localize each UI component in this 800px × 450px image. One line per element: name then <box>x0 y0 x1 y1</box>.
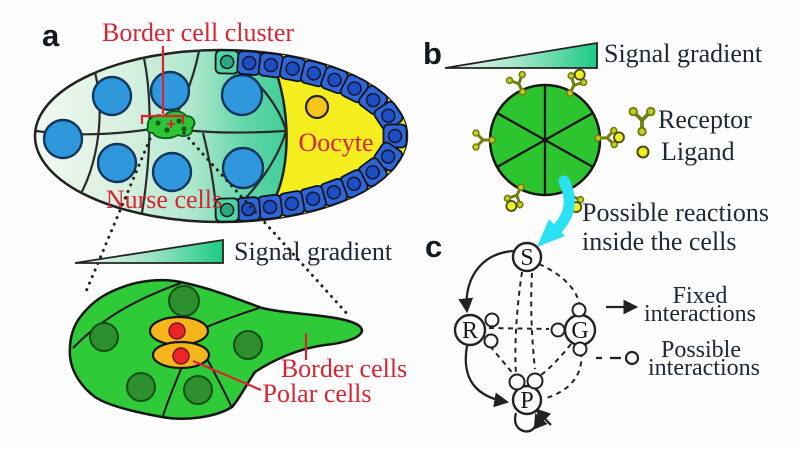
caption-line2: inside the cells <box>582 227 737 256</box>
follicle-cell <box>279 55 307 83</box>
follicle-cell <box>357 157 388 188</box>
cyan-arrow-icon <box>537 175 575 247</box>
receptor-label: Receptor <box>658 105 752 134</box>
panel-b: b Signal gradient Receptor Ligand Possib… <box>423 36 769 256</box>
panel-a: a <box>33 18 409 420</box>
follicle-cell <box>319 178 349 207</box>
border-cell-cluster-label: Border cell cluster <box>102 18 294 47</box>
receptor-icon <box>566 68 588 97</box>
follicle-cells <box>214 49 408 223</box>
nurse-nucleus <box>151 151 193 193</box>
ligand-label: Ligand <box>661 137 735 166</box>
node-p-label: P <box>520 388 533 414</box>
possible-interaction-icon <box>596 350 640 366</box>
nurse-cell-nuclei <box>42 70 265 193</box>
signal-gradient-label-a: Signal gradient <box>234 237 393 266</box>
panel-a-letter: a <box>42 18 60 53</box>
follicle-cell <box>382 123 408 149</box>
nurse-cells-label: Nurse cells <box>106 185 222 214</box>
signal-gradient-wedge-a <box>74 238 224 264</box>
receptor-icon <box>503 183 525 212</box>
nurse-nucleus <box>42 118 84 160</box>
node-s-label: S <box>520 245 533 271</box>
follicle-cell <box>373 100 404 131</box>
oocyte-label: Oocyte <box>298 128 373 157</box>
border-cell-nuclei <box>89 285 263 405</box>
node-p-circle <box>511 384 543 416</box>
node-r-circle <box>453 313 487 347</box>
nurse-nucleus <box>149 70 191 112</box>
signal-gradient-label-b: Signal gradient <box>604 39 763 68</box>
border-cell-cluster-enlarged <box>68 278 364 420</box>
possible-legend-line1: Possible <box>661 337 741 363</box>
border-cells-label: Border cells <box>281 354 407 383</box>
polar-cells-label: Polar cells <box>262 379 371 408</box>
oocyte-nucleus <box>304 94 330 120</box>
fixed-interaction-edges <box>458 249 552 433</box>
signal-gradient-wedge-b <box>444 41 598 69</box>
polar-cells-pointer <box>192 359 262 392</box>
panel-b-letter: b <box>423 36 442 71</box>
follicle-cell <box>299 184 327 213</box>
follicle-cell <box>257 51 285 79</box>
follicle-cell <box>320 65 349 95</box>
follicle-cell <box>214 197 240 223</box>
receptor-icon <box>594 126 625 149</box>
cell-sector-lines <box>496 85 594 195</box>
possible-site-circles <box>483 302 588 391</box>
node-s-circle <box>511 241 543 273</box>
follicle-cell <box>278 190 306 218</box>
fixed-legend-line2: interactions <box>644 301 756 327</box>
receptor-icon <box>628 106 656 137</box>
panel-c: c S R G P <box>425 229 760 433</box>
possible-legend-line2: interactions <box>648 355 760 381</box>
cluster-bracket <box>140 114 185 124</box>
zoom-guide-lines <box>83 131 352 319</box>
nurse-nucleus <box>220 73 264 117</box>
nurse-nucleus <box>96 142 138 184</box>
receptor-icon <box>472 129 496 151</box>
node-r-label: R <box>462 318 478 344</box>
caption-line1: Possible reactions <box>582 198 769 227</box>
nurse-nucleus <box>221 146 265 190</box>
follicle-cell <box>256 193 284 221</box>
panel-c-letter: c <box>425 229 442 264</box>
reaction-nodes: S R G P <box>453 241 597 416</box>
follicle-cell <box>235 196 262 222</box>
nurse-nucleus <box>91 75 133 117</box>
ligand-icon <box>636 145 650 159</box>
node-g-label: G <box>571 318 588 344</box>
follicle-cell <box>214 49 240 75</box>
receptor-icon <box>505 70 527 96</box>
fixed-legend-line1: Fixed <box>673 283 728 309</box>
